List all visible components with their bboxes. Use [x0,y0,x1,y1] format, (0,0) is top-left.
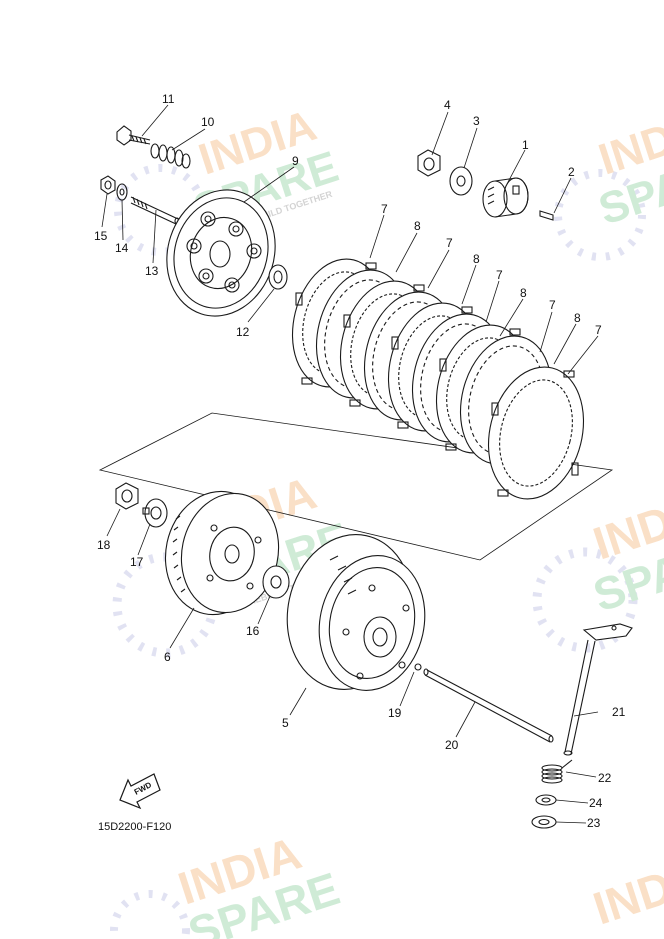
part-12-bearing [268,264,288,290]
callout-7b: 7 [446,236,453,250]
callout-8c: 8 [520,286,527,300]
clutch-plate-stack [291,258,585,500]
part-22-spring [541,759,573,784]
watermark-india-bottom-right: INDIA [587,846,664,934]
part-19-ball [414,663,422,671]
fwd-arrow-icon [119,773,161,810]
callout-7d: 7 [549,298,556,312]
callout-8d: 8 [574,311,581,325]
part-2-key [539,210,554,221]
callout-23: 23 [587,816,601,830]
part-17-lock-washer [142,498,168,528]
part-10-spring [150,143,191,169]
part-13-push-rod [130,196,180,225]
part-24-washer [535,794,557,806]
callout-4: 4 [444,98,451,112]
part-4-nut [417,149,441,177]
callout-6: 6 [164,650,171,664]
callout-12: 12 [236,325,250,339]
callout-9: 9 [292,154,299,168]
callout-14: 14 [115,241,129,255]
callout-15: 15 [94,229,108,243]
part-6-clutch-boss [164,490,280,616]
callout-21: 21 [612,705,626,719]
part-5-clutch-housing [286,534,426,691]
watermark-bottom-right: INDIA [587,846,664,934]
part-16-washer [262,565,290,599]
assembly-outline [98,412,614,561]
callout-1: 1 [522,138,529,152]
callout-2: 2 [568,165,575,179]
callout-16: 16 [246,624,260,638]
watermark-middle-right: INDIA SPARE [532,481,664,653]
callout-7e: 7 [595,323,602,337]
callout-10: 10 [201,115,215,129]
callout-8b: 8 [473,252,480,266]
part-20-push-rod [423,668,554,743]
callout-18: 18 [97,538,111,552]
leader-lines [101,104,599,824]
callout-3: 3 [473,114,480,128]
line-art [98,104,633,829]
callout-11: 11 [162,92,175,106]
callout-7a: 7 [381,202,388,216]
part-15-nut [100,175,116,195]
part-3-washer [449,166,473,196]
callout-8a: 8 [414,219,421,233]
callout-24: 24 [589,796,603,810]
part-18-nut [115,482,139,510]
part-21-lever-shaft [563,623,633,756]
callout-labels: 1 2 3 4 11 10 9 15 14 13 12 7 8 7 8 7 8 … [94,92,626,830]
part-1-lifter [482,177,529,218]
callout-20: 20 [445,738,459,752]
part-code: 15D2200-F120 [98,821,171,833]
part-23-seal [531,815,557,829]
callout-13: 13 [145,264,159,278]
friction-plate-5 [487,366,585,500]
callout-19: 19 [388,706,402,720]
callout-5: 5 [282,716,289,730]
part-11-bolt [116,125,151,146]
callout-17: 17 [130,555,144,569]
watermark-bottom-center: INDIA SPARE [110,826,346,939]
callout-7c: 7 [496,268,503,282]
callout-22: 22 [598,771,612,785]
